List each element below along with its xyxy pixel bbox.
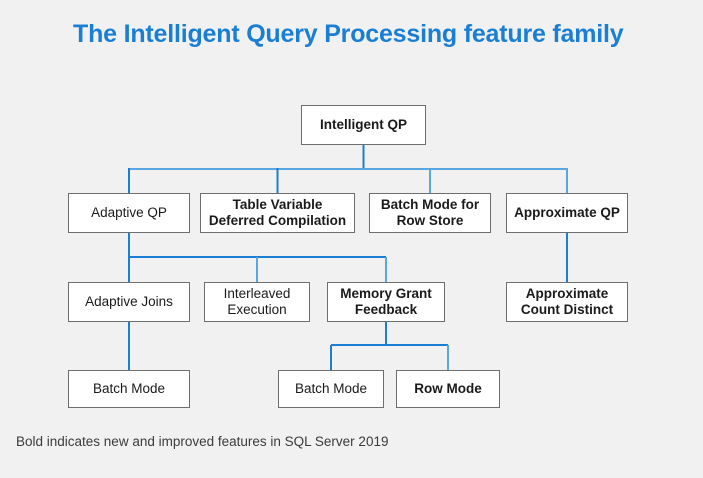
footer-legend: Bold indicates new and improved features… [16, 434, 389, 449]
node-label: Interleaved Execution [223, 285, 291, 317]
node-memory-grant-row-mode[interactable]: Row Mode [396, 370, 500, 408]
node-label: Adaptive QP [91, 204, 167, 220]
node-label: Row Mode [414, 380, 482, 396]
node-approximate-qp[interactable]: Approximate QP [506, 193, 628, 233]
node-label: Approximate Count Distinct [520, 285, 614, 317]
node-label: Memory Grant Feedback [340, 285, 432, 317]
node-approximate-count-distinct[interactable]: Approximate Count Distinct [506, 282, 628, 322]
node-adaptive-joins-batch-mode[interactable]: Batch Mode [68, 370, 190, 408]
node-label: Table Variable Deferred Compilation [208, 196, 347, 228]
node-memory-grant-feedback[interactable]: Memory Grant Feedback [327, 282, 445, 322]
node-label: Batch Mode for Row Store [380, 196, 480, 228]
node-label: Batch Mode [294, 380, 368, 396]
node-batch-mode-for-row-store[interactable]: Batch Mode for Row Store [369, 193, 491, 233]
node-label: Batch Mode [92, 380, 166, 396]
node-label: Intelligent QP [319, 116, 407, 132]
node-label: Adaptive Joins [85, 293, 173, 309]
node-label: Approximate QP [514, 204, 620, 220]
node-adaptive-joins[interactable]: Adaptive Joins [68, 282, 190, 322]
node-adaptive-qp[interactable]: Adaptive QP [68, 193, 190, 233]
node-memory-grant-batch-mode[interactable]: Batch Mode [278, 370, 384, 408]
node-table-variable-deferred-compilation[interactable]: Table Variable Deferred Compilation [200, 193, 355, 233]
page-title: The Intelligent Query Processing feature… [73, 20, 624, 48]
node-interleaved-execution[interactable]: Interleaved Execution [204, 282, 310, 322]
node-intelligent-qp[interactable]: Intelligent QP [301, 105, 426, 145]
